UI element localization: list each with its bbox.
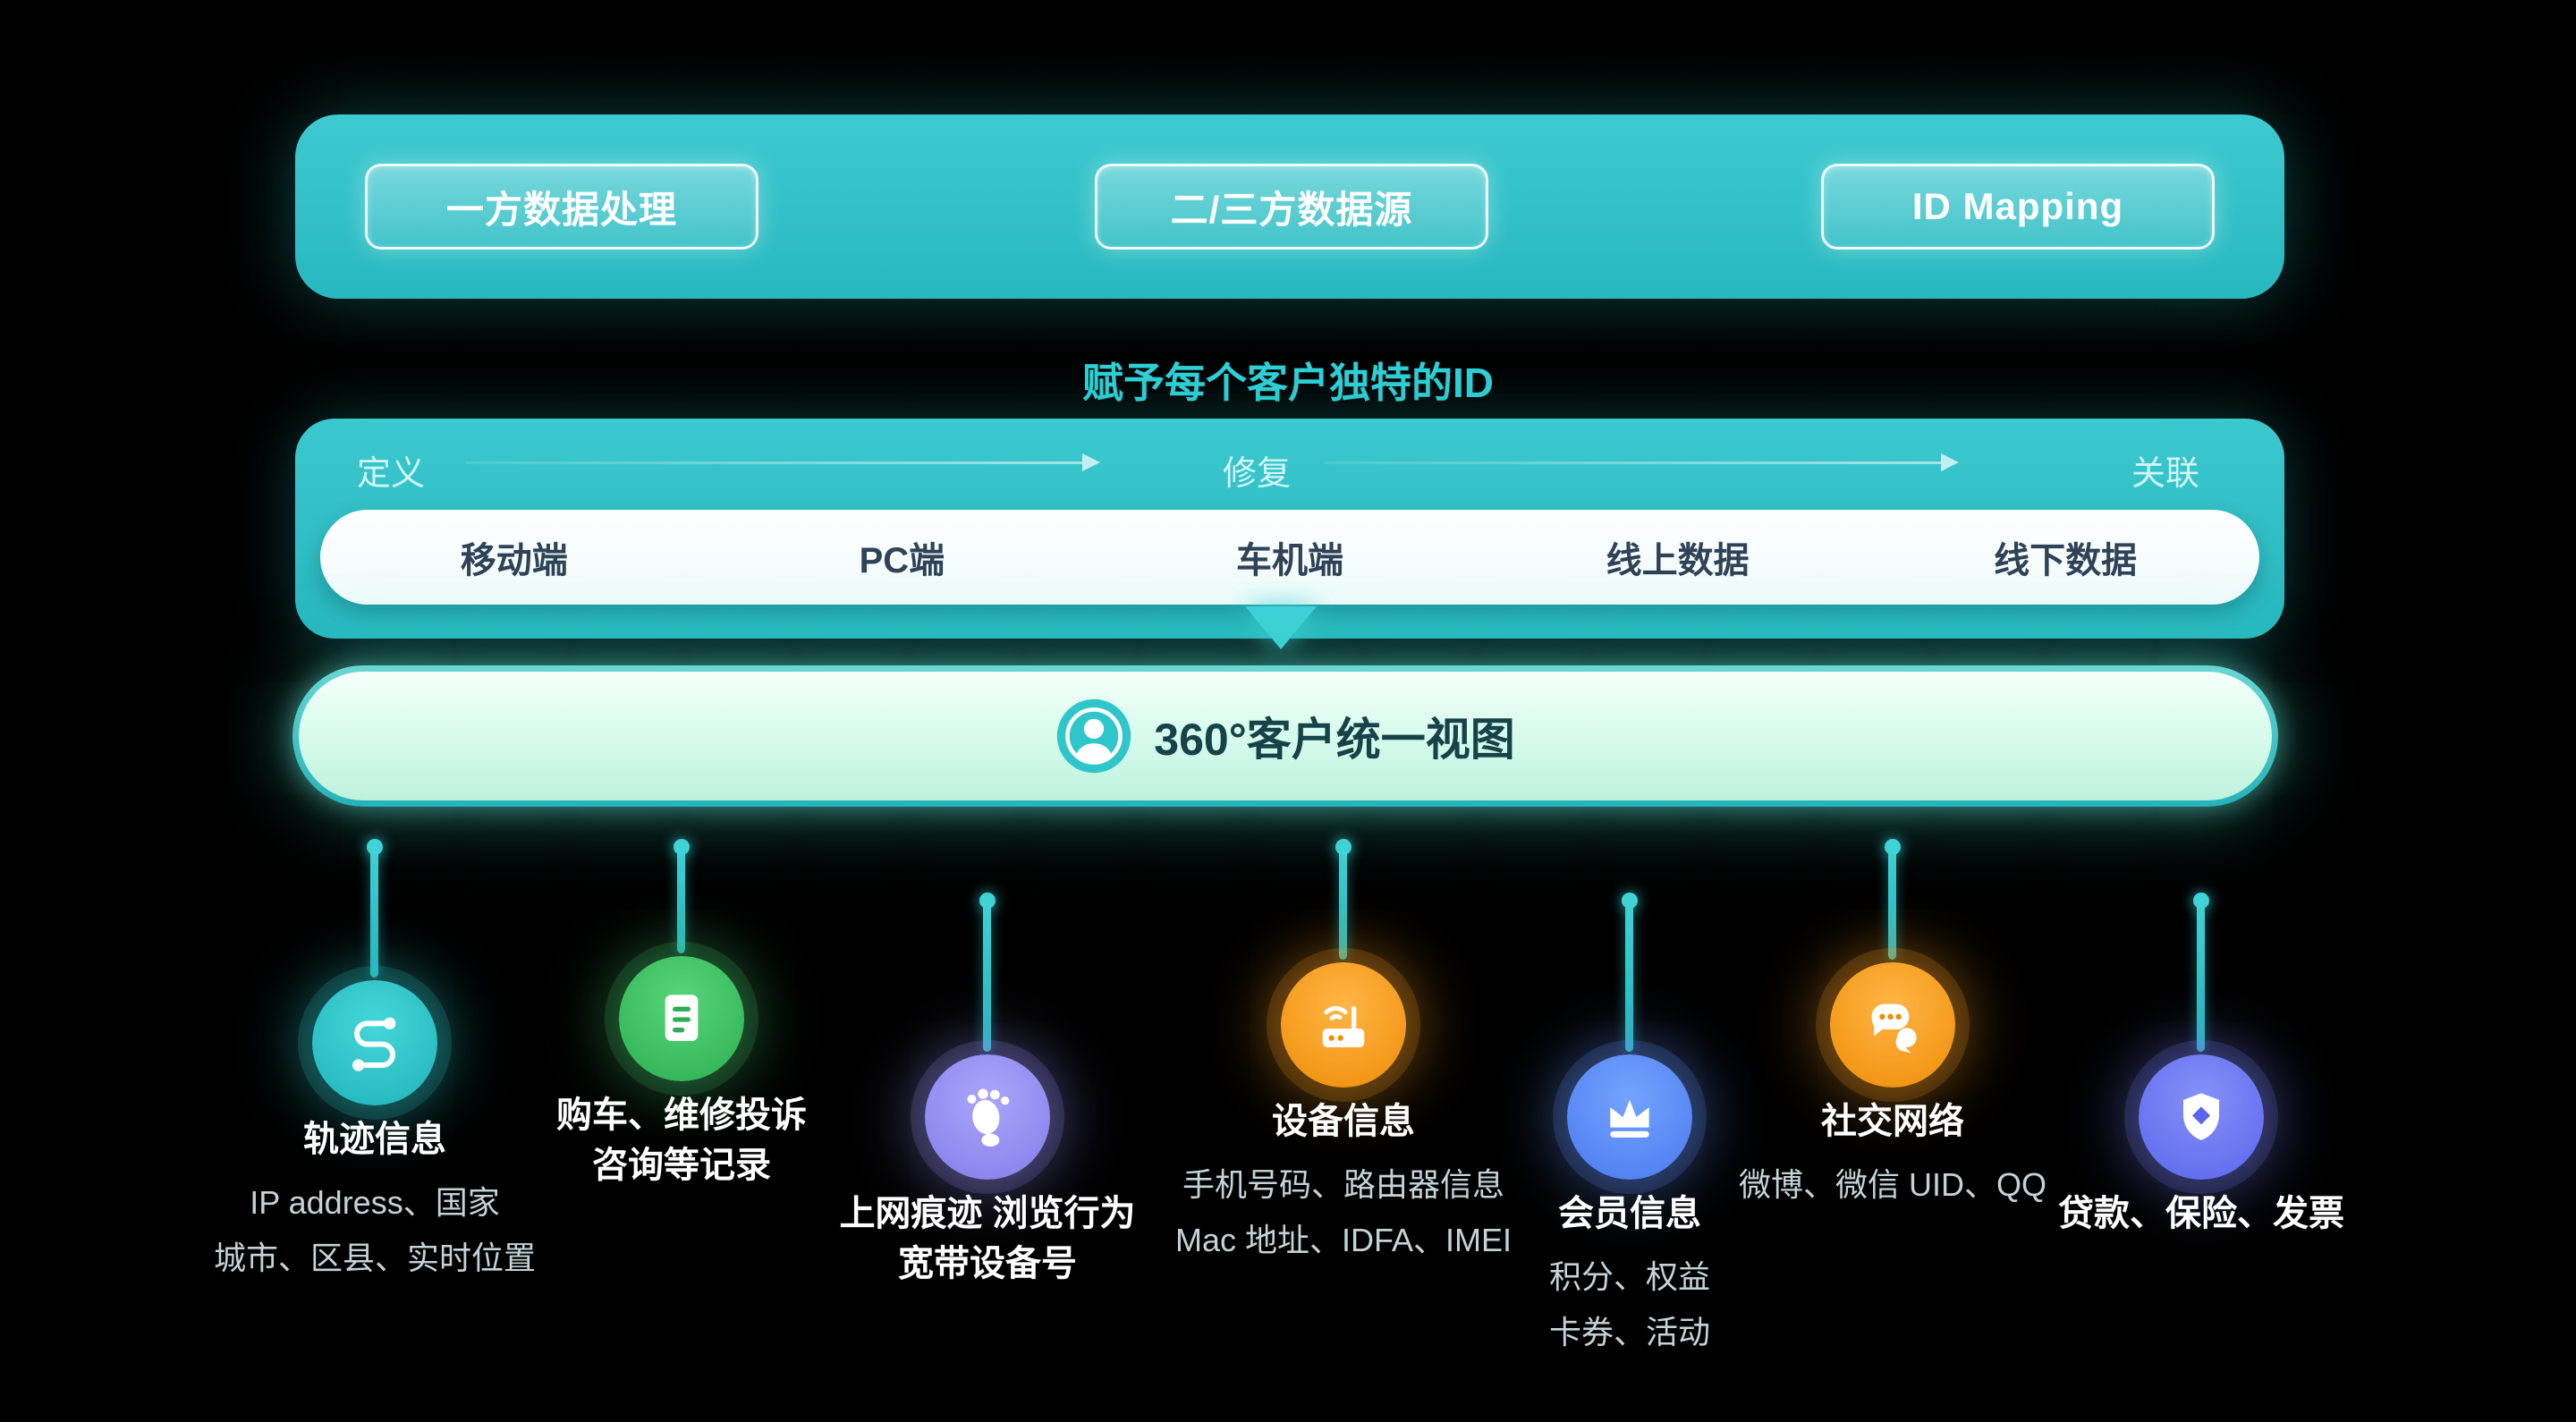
- source-title: 咨询等记录: [592, 1146, 771, 1185]
- connector-line: [370, 845, 378, 978]
- stage-associate: 关联: [2131, 455, 2200, 493]
- stage-define: 定义: [356, 455, 426, 493]
- connector-line: [2197, 899, 2205, 1052]
- source-desc: Mac 地址、IDFA、IMEI: [1174, 1222, 1513, 1258]
- source-desc: 手机号码、路由器信息: [1182, 1166, 1504, 1203]
- connector-line: [1625, 899, 1633, 1052]
- channel-bar: 移动端 PC端 车机端 线上数据 线下数据: [320, 510, 2259, 605]
- channel-mobile: 移动端: [460, 541, 568, 580]
- document-icon: [619, 956, 744, 1081]
- channel-car: 车机端: [1235, 541, 1343, 580]
- source-desc: 微博、微信 UID、QQ: [1738, 1166, 2046, 1203]
- connector-line: [1339, 845, 1347, 960]
- source-title: 购车、维修投诉: [556, 1096, 807, 1135]
- pill-id-mapping[interactable]: ID Mapping: [1821, 164, 2215, 250]
- channel-pc: PC端: [859, 541, 945, 580]
- pill-second-third-party-sources[interactable]: 二/三方数据源: [1095, 164, 1488, 250]
- source-title: 社交网络: [1821, 1102, 1964, 1141]
- source-membership: 会员信息 积分、权益 卡券、活动: [1379, 1189, 1880, 1357]
- connector-line: [983, 899, 991, 1052]
- source-device-info: 设备信息 手机号码、路由器信息 Mac 地址、IDFA、IMEI: [1093, 1096, 1594, 1265]
- source-social-network: 社交网络 微博、微信 UID、QQ: [1642, 1096, 2143, 1209]
- source-desc: IP address、国家: [250, 1184, 500, 1221]
- route-icon: [312, 980, 437, 1105]
- unified-view-bar: 360°客户统一视图: [292, 665, 2278, 807]
- arrow-right-icon: [1324, 453, 1959, 471]
- stage-repair: 修复: [1222, 455, 1292, 493]
- source-title: 会员信息: [1558, 1194, 1701, 1233]
- source-desc: 积分、权益: [1548, 1258, 1710, 1295]
- pill-first-party-processing[interactable]: 一方数据处理: [365, 164, 758, 250]
- channel-online-data: 线上数据: [1606, 541, 1750, 580]
- source-desc: 卡券、活动: [1548, 1314, 1710, 1350]
- channel-offline-data: 线下数据: [1994, 541, 2138, 580]
- footprint-icon: [925, 1054, 1050, 1180]
- source-title: 贷款、保险、发票: [2058, 1194, 2344, 1233]
- crown-icon: [1567, 1054, 1692, 1180]
- data-sources-bar: 一方数据处理 二/三方数据源 ID Mapping: [295, 114, 2284, 299]
- source-purchase-records: 购车、维修投诉 咨询等记录: [431, 1090, 932, 1190]
- page-subtitle: 赋予每个客户独特的ID: [1082, 360, 1494, 406]
- router-icon: [1281, 962, 1406, 1088]
- arrow-right-icon: [465, 453, 1100, 471]
- source-title: 宽带设备号: [898, 1244, 1077, 1283]
- source-desc: 城市、区县、实时位置: [213, 1240, 536, 1276]
- arrow-down-icon: [1245, 606, 1317, 649]
- source-finance: 贷款、保险、发票: [1951, 1189, 2452, 1239]
- shield-diamond-icon: [2139, 1054, 2264, 1180]
- source-title: 设备信息: [1272, 1102, 1415, 1141]
- connector-line: [677, 845, 685, 953]
- id-pipeline-panel: 定义 修复 关联 移动端 PC端 车机端 线上数据 线下数据: [295, 419, 2284, 639]
- connector-line: [1888, 845, 1896, 960]
- source-trajectory: 轨迹信息 IP address、国家 城市、区县、实时位置: [124, 1114, 625, 1282]
- chat-icon: [1830, 962, 1955, 1088]
- source-web-traces: 上网痕迹 浏览行为 宽带设备号: [737, 1189, 1238, 1289]
- source-title: 轨迹信息: [303, 1120, 446, 1159]
- user-icon: [1055, 698, 1132, 774]
- source-title: 上网痕迹 浏览行为: [839, 1194, 1136, 1233]
- unified-view-label: 360°客户统一视图: [1154, 715, 1515, 765]
